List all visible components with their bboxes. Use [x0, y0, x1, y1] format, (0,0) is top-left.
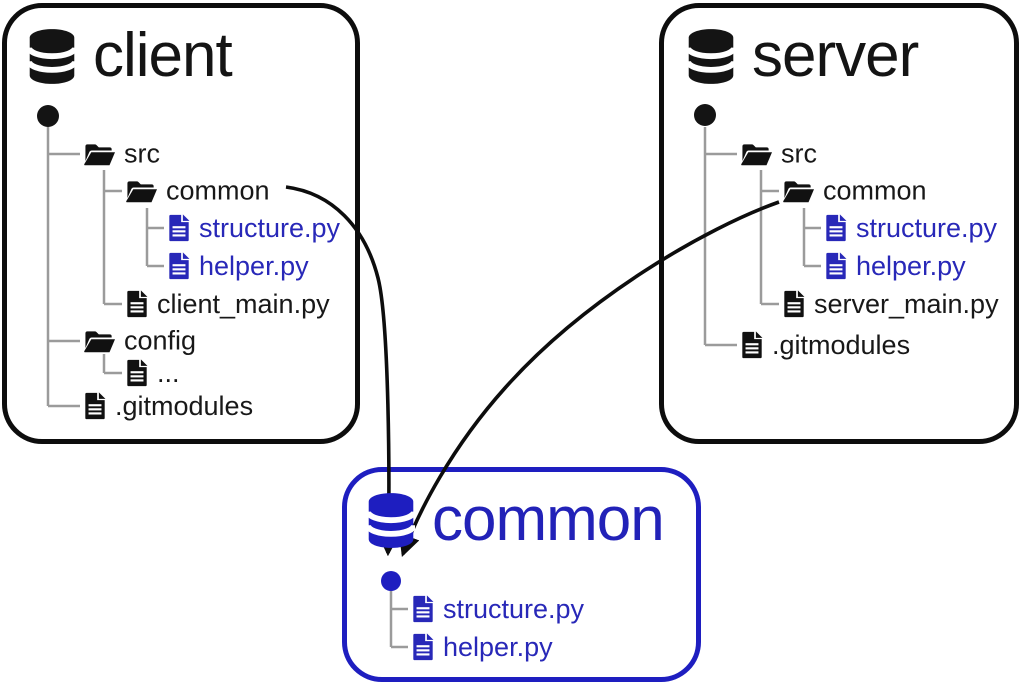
tree-item-structure-py: structure.py: [412, 595, 584, 623]
folder-icon: [84, 329, 115, 353]
file-icon: [825, 214, 847, 242]
tree-item-src: src: [741, 138, 817, 169]
database-icon: [28, 29, 76, 84]
tree-item-label: structure.py: [199, 212, 341, 243]
file-icon: [126, 359, 148, 387]
tree-item-client-main-py: client_main.py: [126, 290, 330, 318]
tree-item-config: config: [84, 325, 197, 356]
repo-title: server: [752, 21, 919, 90]
file-icon: [412, 633, 434, 661]
folder-icon: [783, 179, 814, 203]
tree-item-structure-py: structure.py: [825, 214, 997, 242]
tree-item-label: helper.py: [199, 250, 309, 281]
tree-item-label: client_main.py: [157, 288, 330, 319]
tree-item-ellipsis: ...: [126, 359, 180, 387]
tree-item-label: common: [823, 175, 927, 206]
tree-item-helper-py: helper.py: [168, 252, 309, 280]
tree-item-common: common: [783, 175, 927, 206]
repo-root-dot: [37, 105, 59, 127]
tree-item-label: structure.py: [443, 593, 585, 624]
repo-root-dot: [381, 571, 401, 591]
tree-item-label: server_main.py: [814, 288, 999, 319]
tree-item-server-main-py: server_main.py: [783, 290, 999, 318]
tree-item-label: structure.py: [856, 212, 998, 243]
file-icon: [84, 392, 106, 420]
tree-item-gitmodules: .gitmodules: [84, 392, 253, 420]
tree-item-label: src: [781, 138, 817, 169]
client-repo-header: client: [28, 21, 233, 90]
tree-item-label: ...: [157, 357, 180, 388]
tree-item-label: helper.py: [443, 631, 553, 662]
tree-item-helper-py: helper.py: [825, 252, 966, 280]
tree-item-label: src: [124, 138, 160, 169]
repo-title: common: [432, 485, 665, 554]
tree-item-src: src: [84, 138, 160, 169]
tree-item-label: helper.py: [856, 250, 966, 281]
tree-item-label: .gitmodules: [772, 329, 911, 360]
server-repo-header: server: [687, 21, 919, 90]
folder-icon: [126, 179, 157, 203]
tree-item-label: config: [124, 325, 197, 356]
file-icon: [741, 331, 763, 359]
tree-item-gitmodules: .gitmodules: [741, 331, 910, 359]
database-icon: [367, 493, 415, 548]
file-icon: [825, 252, 847, 280]
file-icon: [783, 290, 805, 318]
file-icon: [168, 214, 190, 242]
file-icon: [126, 290, 148, 318]
folder-icon: [741, 142, 772, 166]
tree-item-common: common: [126, 175, 270, 206]
file-icon: [412, 595, 434, 623]
tree-item-structure-py: structure.py: [168, 214, 340, 242]
common-repo-header: common: [367, 485, 665, 554]
folder-icon: [84, 142, 115, 166]
database-icon: [687, 29, 735, 84]
tree-item-label: .gitmodules: [115, 390, 254, 421]
tree-item-helper-py: helper.py: [412, 633, 553, 661]
tree-item-label: common: [166, 175, 270, 206]
repo-title: client: [93, 21, 233, 90]
file-icon: [168, 252, 190, 280]
repo-root-dot: [694, 104, 716, 126]
